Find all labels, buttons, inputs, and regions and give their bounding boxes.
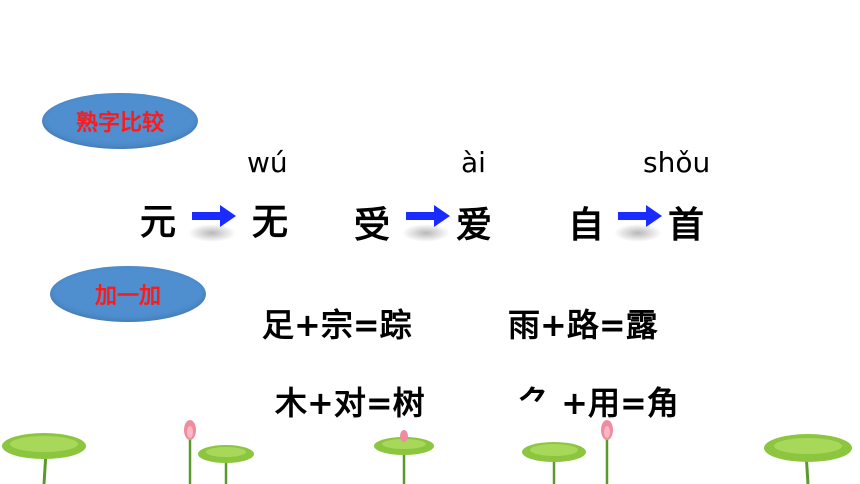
lotus-leaf-icon — [374, 430, 434, 484]
char-zi: 自 — [568, 205, 605, 246]
char-ai: 爱 — [456, 205, 493, 246]
arrow-right-icon — [406, 203, 450, 229]
equation-lu: 雨+路=露 — [508, 306, 658, 344]
char-shou-head: 首 — [668, 205, 705, 246]
lotus-bud-icon — [184, 420, 196, 484]
char-shou-receive: 受 — [354, 205, 391, 246]
equation-shu: 木+对=树 — [275, 384, 425, 422]
lotus-leaf-icon — [764, 434, 852, 484]
lotus-leaf-icon — [198, 445, 254, 484]
pinyin-ai: ài — [461, 146, 486, 179]
lotus-leaf-icon — [522, 442, 586, 484]
lotus-bud-icon — [601, 420, 613, 484]
compare-label-text: 熟字比较 — [75, 111, 164, 136]
arrow-shadow — [402, 224, 450, 242]
lotus-leaf-icon — [2, 433, 86, 484]
equation-jiao: ⺈ +用=角 — [518, 384, 679, 422]
char-yuan: 元 — [140, 202, 177, 243]
pinyin-wu: wú — [247, 146, 288, 179]
arrow-right-icon — [192, 203, 236, 229]
compare-section-label: 熟字比较 — [42, 93, 198, 149]
arrow-right-icon — [618, 203, 662, 229]
arrow-shadow — [188, 224, 236, 242]
add-section-label: 加一加 — [50, 266, 206, 322]
equation-zong: 足+宗=踪 — [262, 306, 412, 344]
pinyin-shou: shǒu — [643, 146, 711, 179]
arrow-shadow — [614, 224, 662, 242]
add-label-text: 加一加 — [94, 284, 161, 309]
char-wu: 无 — [252, 202, 289, 243]
